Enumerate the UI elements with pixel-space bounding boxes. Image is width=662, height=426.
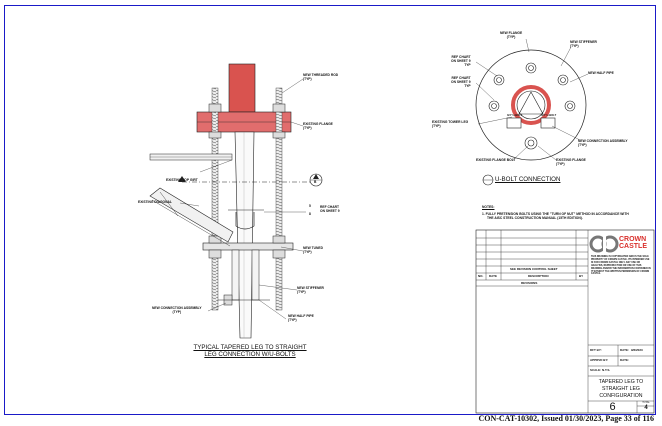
label-threaded-rod: NEW THREADED ROD (TYP) bbox=[303, 73, 339, 81]
approved-by-label: APPRVD BY: bbox=[590, 358, 609, 362]
label-existing-tower-leg: EXISTING TOWER LEG (TYP) bbox=[432, 120, 469, 128]
label-new-flange: NEW FLANGE (TYP) bbox=[500, 31, 523, 39]
left-detail-title-2: LEG CONNECTION W/U-BOLTS bbox=[204, 351, 296, 358]
revisions-label: REVISIONS bbox=[521, 281, 538, 285]
detail-bubble-label: B bbox=[314, 180, 317, 184]
label-existing-flange-bolt: EXISTING FLANGE BOLT bbox=[476, 158, 516, 162]
rev-col-date: DATE bbox=[489, 274, 497, 278]
label-new-tuned: NEW TUNED (TYP) bbox=[303, 246, 323, 254]
label-existing-flange: EXISTING FLANGE (TYP) bbox=[303, 122, 333, 130]
label-existing-diagonal: EXISTING DIAGONAL bbox=[138, 200, 172, 204]
drawing-title-2: STRAIGHT LEG bbox=[602, 386, 640, 392]
label-detail-ref-top: 5 bbox=[309, 204, 311, 208]
notes-heading: NOTES: bbox=[482, 205, 495, 209]
company-logo-text-1: CROWN bbox=[619, 236, 647, 243]
label-new-conn-assembly: NEW CONNECTION ASSEMBLY (TYP) bbox=[152, 306, 202, 314]
drawing-title-1: TAPERED LEG TO bbox=[598, 379, 644, 385]
label-new-half-pipe-r: NEW HALF PIPE bbox=[588, 71, 614, 75]
left-detail-title-1: TYPICAL TAPERED LEG TO STRAIGHT bbox=[193, 344, 307, 351]
date-value: 9/6/2023 bbox=[631, 348, 643, 352]
total-sheets: 4 bbox=[644, 405, 648, 411]
date2-label: DATE: bbox=[620, 358, 629, 362]
rev-col-desc: DESCRIPTION bbox=[528, 274, 549, 278]
drawing-title-3: CONFIGURATION bbox=[599, 393, 643, 399]
scale-label: SCALE: N.T.S. bbox=[590, 368, 611, 372]
title-block-disclaimer: THIS DRAWING IS COPYRIGHTED AND IS THE S… bbox=[591, 256, 651, 276]
rev-col-no: NO. bbox=[478, 274, 484, 278]
label-existing-flange-r: EXISTING FLANGE (TYP) bbox=[556, 158, 586, 166]
sheet-number: 6 bbox=[609, 401, 616, 413]
label-new-half-pipe: NEW HALF PIPE (TYP) bbox=[288, 314, 314, 322]
sheet-border bbox=[4, 5, 656, 415]
label-detail-ref-bottom: 8 bbox=[309, 212, 311, 216]
note-1: 1. FULLY PRETENSION BOLTS USING THE "TUR… bbox=[482, 212, 629, 216]
company-logo-text-2: CASTLE bbox=[619, 243, 647, 250]
label-ref-chart: REF CHART ON SHEET 9 bbox=[320, 205, 340, 213]
label-ref-chart-b: REF CHART ON SHEET 9 TYP bbox=[451, 76, 471, 88]
rev-col-by: BY bbox=[579, 274, 584, 278]
label-u-bolt-a: 3/4" U-BOLT bbox=[507, 114, 523, 117]
total-label: TOTAL bbox=[642, 401, 650, 404]
label-new-conn-assembly-r: NEW CONNECTION ASSEMBLY (TYP) bbox=[578, 139, 628, 147]
label-existing-top-girt: EXISTING TOP GIRT bbox=[166, 178, 198, 182]
label-new-stiffener: NEW STIFFENER (TYP) bbox=[297, 286, 324, 294]
revision-control-header: SEE REVISION CONTROL SHEET bbox=[510, 267, 558, 271]
label-ref-chart-a: REF CHART ON SHEET 9 TYP bbox=[451, 55, 471, 67]
right-detail-title: U-BOLT CONNECTION bbox=[495, 176, 561, 183]
note-1b: THE AISC STEEL CONSTRUCTION MANUAL (15TH… bbox=[487, 216, 583, 220]
drafted-by-label: DFT BY: bbox=[590, 348, 602, 352]
date-label: DATE: bbox=[620, 348, 629, 352]
label-u-bolt-b: 3/4" U-BOLT bbox=[541, 114, 557, 117]
label-new-stiffener-r: NEW STIFFENER (TYP) bbox=[570, 40, 597, 48]
page-footer: CON-CAT-10302, Issued 01/30/2023, Page 3… bbox=[478, 414, 654, 423]
